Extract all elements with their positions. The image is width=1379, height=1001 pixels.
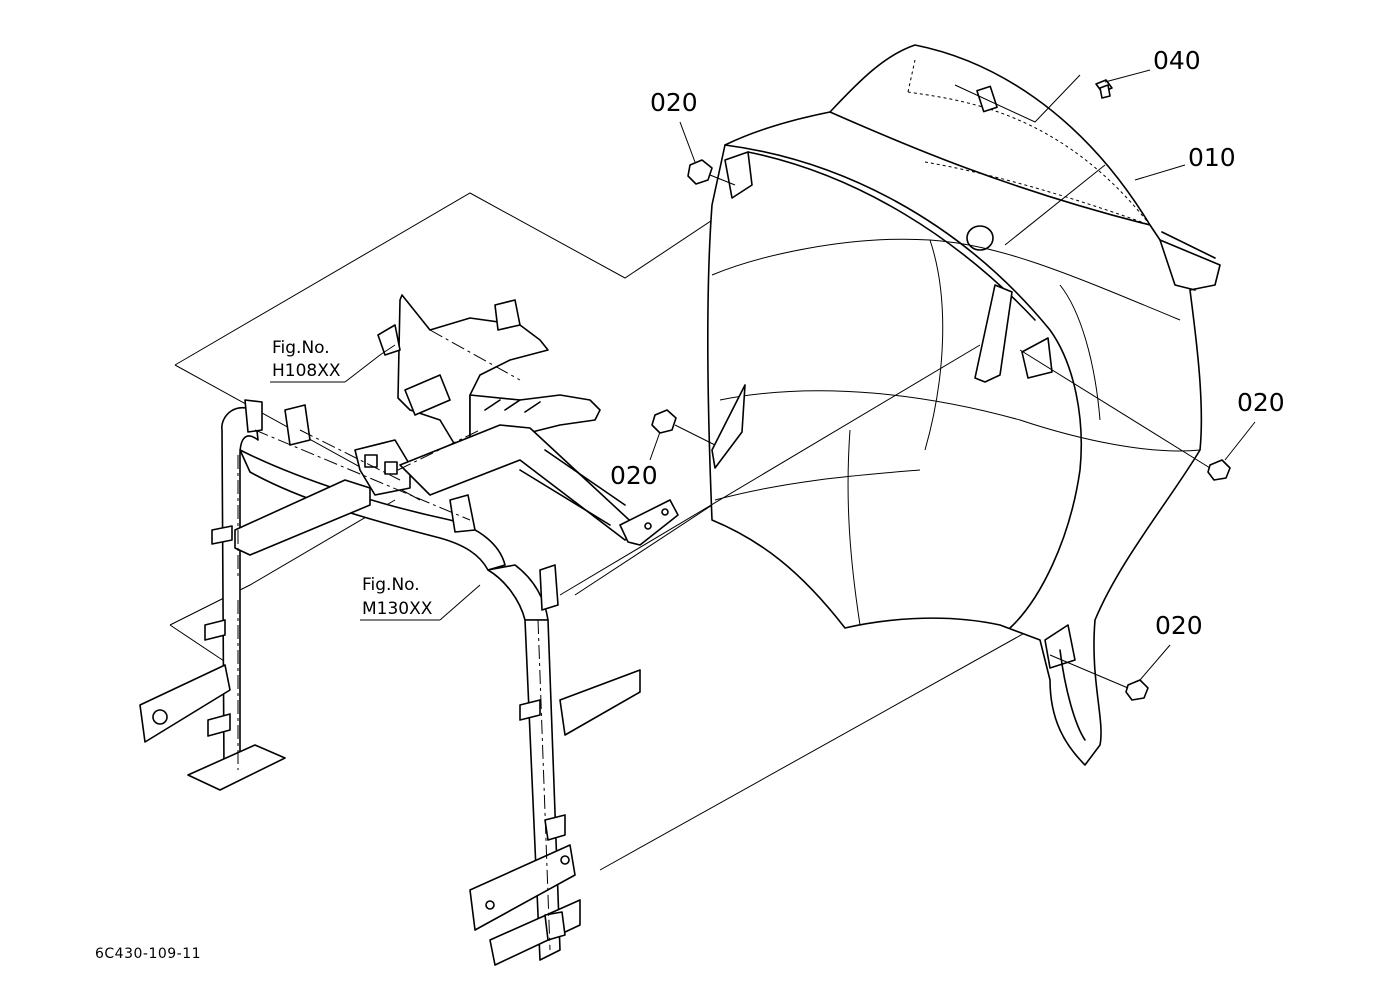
- ref-h108-line1: Fig.No.: [272, 338, 330, 358]
- labels: 040 010 020 020 020 020 Fig.No. H108XX F…: [95, 46, 1285, 962]
- bolt-020-right: [1207, 459, 1231, 481]
- ref-m130-line1: Fig.No.: [362, 575, 420, 595]
- bolt-020-bottom: [1125, 679, 1149, 701]
- bolt-040: [1095, 79, 1113, 99]
- leader-lines: [270, 69, 1256, 689]
- rops-frame: [139, 399, 641, 966]
- callout-020-bottom: 020: [1155, 611, 1203, 640]
- nut-020-top: [687, 159, 736, 186]
- callout-020-top: 020: [650, 88, 698, 117]
- bracket-assembly: [354, 294, 679, 546]
- callout-010: 010: [1188, 143, 1236, 172]
- nut-020-mid: [651, 409, 716, 446]
- ref-m130-line2: M130XX: [362, 599, 433, 619]
- callout-020-right: 020: [1237, 388, 1285, 417]
- ref-h108-line2: H108XX: [272, 361, 341, 381]
- callout-020-mid: 020: [610, 461, 658, 490]
- fender-cover-010: [707, 44, 1221, 766]
- drawing-code: 6C430-109-11: [95, 946, 201, 962]
- bolts: [651, 79, 1231, 701]
- callout-040: 040: [1153, 46, 1201, 75]
